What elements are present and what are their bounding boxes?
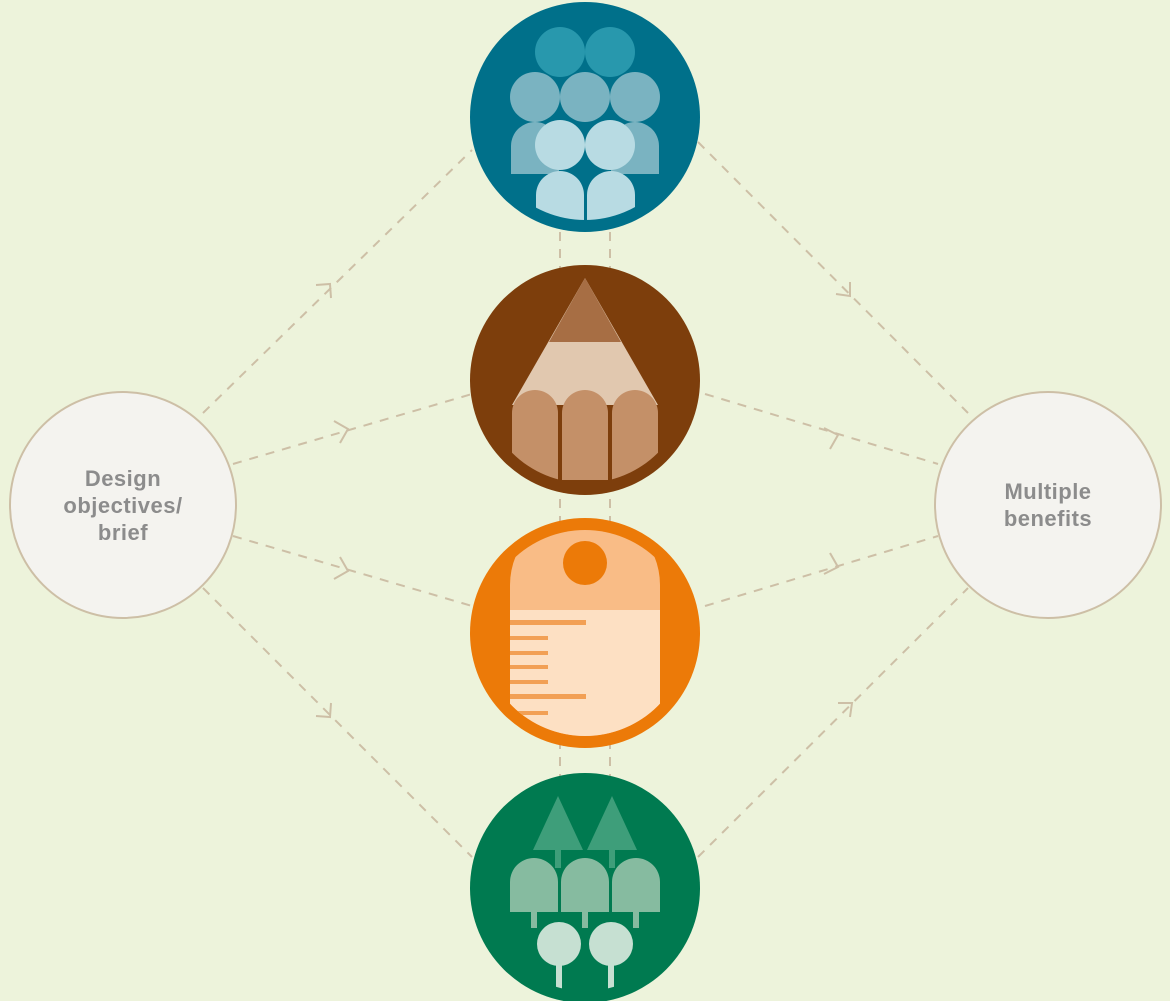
people-group-icon xyxy=(470,2,700,232)
arrow-nature-output xyxy=(838,702,854,718)
input-node-label: Design objectives/ brief xyxy=(63,465,183,545)
input-node: Design objectives/ brief xyxy=(9,391,237,619)
arrow-input-people xyxy=(315,282,332,299)
arrow-input-design xyxy=(333,420,350,444)
document-list-icon xyxy=(470,518,700,748)
connector-input-nature xyxy=(202,587,473,858)
connector-design-output xyxy=(704,393,939,465)
pencil-icon xyxy=(470,265,700,495)
arrow-process-output xyxy=(823,552,840,575)
output-node-label: Multiple benefits xyxy=(1003,479,1093,531)
connector-input-process xyxy=(232,535,473,607)
connectors xyxy=(202,141,969,858)
output-node: Multiple benefits xyxy=(934,391,1162,619)
connector-input-people xyxy=(202,149,473,414)
arrow-people-output xyxy=(835,282,851,298)
arrow-input-process xyxy=(333,556,350,580)
trees-icon xyxy=(470,773,700,1001)
connector-nature-output xyxy=(697,587,969,858)
arrow-design-output xyxy=(823,427,840,450)
connector-people-output xyxy=(697,141,969,414)
arrowheads xyxy=(315,282,854,719)
connector-process-output xyxy=(704,535,939,607)
connector-input-design xyxy=(232,393,473,465)
arrow-input-nature xyxy=(315,702,332,719)
